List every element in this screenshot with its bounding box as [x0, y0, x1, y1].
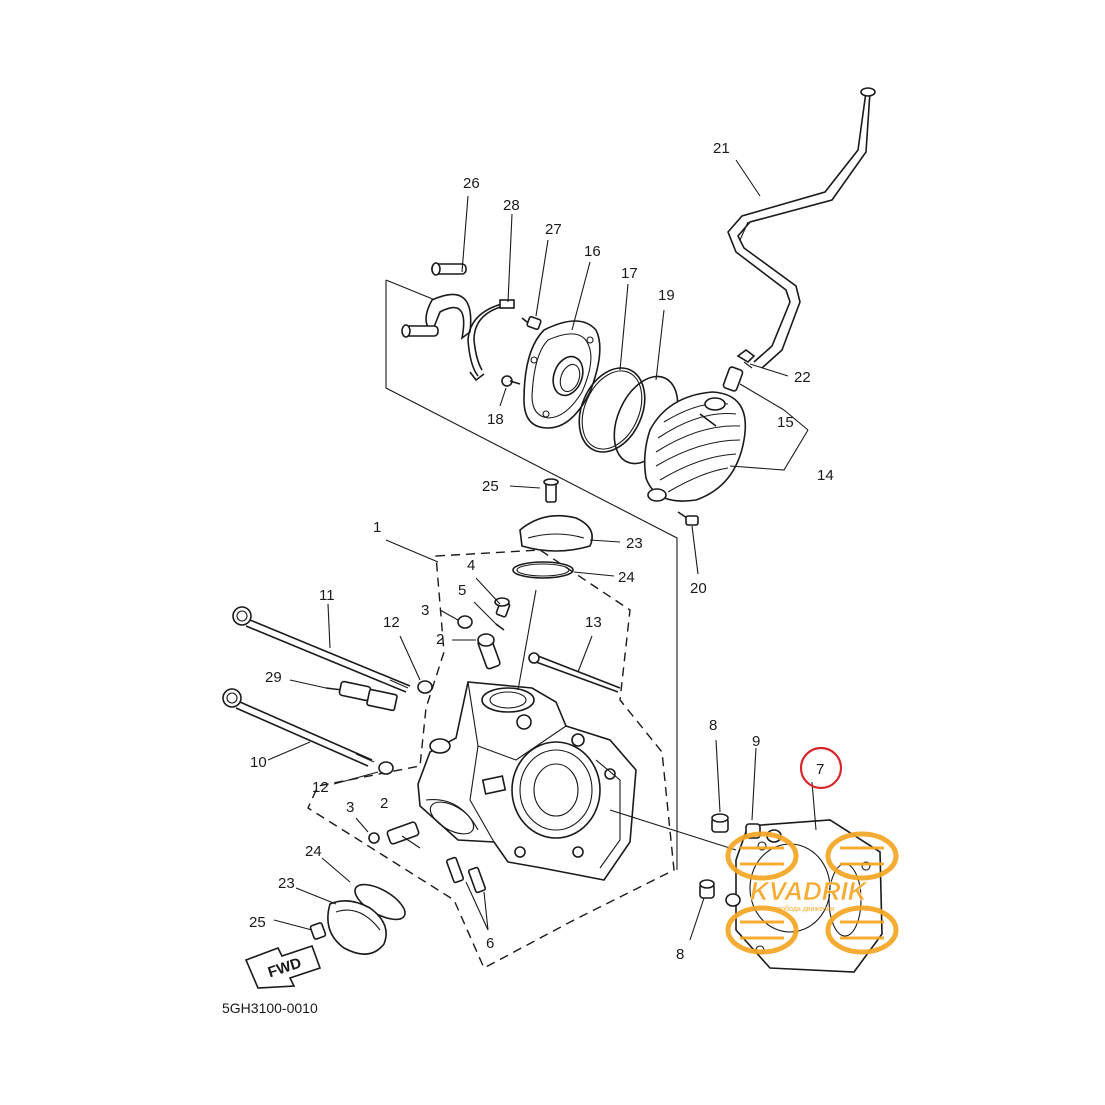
stud-bolt-10 [222, 688, 375, 767]
watermark-tire-icon [725, 831, 899, 955]
dowel-8-upper [711, 813, 729, 833]
kvadrik-watermark: KVADRIK свобода движения [725, 831, 899, 955]
callout-19: 19 [658, 287, 675, 304]
circlip [467, 299, 515, 382]
callout-11: 11 [319, 587, 335, 604]
callout-8-upper: 8 [709, 717, 717, 734]
callout-20: 20 [690, 580, 707, 597]
callout-14: 14 [817, 467, 834, 484]
hose-clamp [736, 349, 756, 369]
callout-8-lower: 8 [676, 946, 684, 963]
o-ring-17 [578, 367, 646, 453]
tappet-cover-lower [309, 900, 387, 955]
screw-18 [501, 375, 521, 387]
screw-4 [494, 597, 511, 618]
callout-2-lower: 2 [380, 795, 388, 812]
callout-2-upper: 2 [436, 631, 444, 648]
tappet-cover-top [519, 478, 593, 552]
tappet-cover-gasket-top [512, 561, 574, 579]
callout-25-top: 25 [482, 478, 499, 495]
callout-22: 22 [794, 369, 811, 386]
cylinder-head-frame [307, 549, 675, 969]
breather-fitting [722, 366, 744, 392]
part-code-label: 5GH3100-0010 [222, 1000, 318, 1016]
bolt-20 [677, 511, 699, 526]
breather-pipe [727, 87, 876, 369]
callout-28: 28 [503, 197, 520, 214]
highlight-circle [799, 746, 843, 790]
callout-17: 17 [621, 265, 638, 282]
dowel-pin-lower [368, 821, 420, 845]
callout-24-top: 24 [618, 569, 635, 586]
callout-12-upper: 12 [383, 614, 400, 631]
exploded-view-frame [385, 279, 678, 870]
callout-23-top: 23 [626, 535, 643, 552]
callout-18: 18 [487, 411, 504, 428]
callout-6: 6 [486, 935, 494, 952]
callout-25-lower: 25 [249, 914, 266, 931]
stud-bolt-13 [528, 652, 621, 693]
washer-12-upper [417, 680, 433, 694]
bolt-27 [521, 316, 542, 330]
callout-5: 5 [458, 582, 466, 599]
callout-4: 4 [467, 557, 475, 574]
washer-12-lower [378, 761, 394, 775]
dowel-pin-upper [477, 633, 501, 670]
cylinder-head-gasket [735, 819, 883, 973]
callout-9: 9 [752, 733, 760, 750]
callout-24-lower: 24 [305, 843, 322, 860]
stud-bolt-11 [232, 606, 411, 693]
clamp-half [401, 262, 472, 340]
callout-3-lower: 3 [346, 799, 354, 816]
leader-lines [267, 159, 817, 941]
callout-29: 29 [265, 669, 282, 686]
callout-15: 15 [777, 414, 794, 431]
watermark-tagline: свобода движения [774, 905, 835, 913]
callout-3-upper: 3 [421, 602, 429, 619]
callout-7: 7 [816, 761, 824, 778]
o-ring-3-upper [457, 615, 473, 629]
valve-seals [445, 856, 487, 894]
callout-1: 1 [373, 519, 381, 536]
callout-13: 13 [585, 614, 602, 631]
head-cover [643, 391, 746, 502]
callout-23-lower: 23 [278, 875, 295, 892]
spark-plug [325, 680, 398, 712]
callout-21: 21 [713, 140, 730, 157]
callout-labels: 21 26 28 27 16 17 19 22 18 15 14 25 1 23… [249, 140, 834, 963]
callout-26: 26 [463, 175, 480, 192]
callout-16: 16 [584, 243, 601, 260]
callout-10: 10 [250, 754, 267, 771]
fwd-arrow: FWD [244, 944, 322, 989]
callout-27: 27 [545, 221, 562, 238]
callout-12-lower: 12 [312, 779, 329, 796]
cylinder-head [417, 681, 637, 881]
dowel-8-lower [699, 879, 741, 907]
cover-plate [523, 320, 601, 429]
watermark-brand: KVADRIK [750, 876, 869, 906]
